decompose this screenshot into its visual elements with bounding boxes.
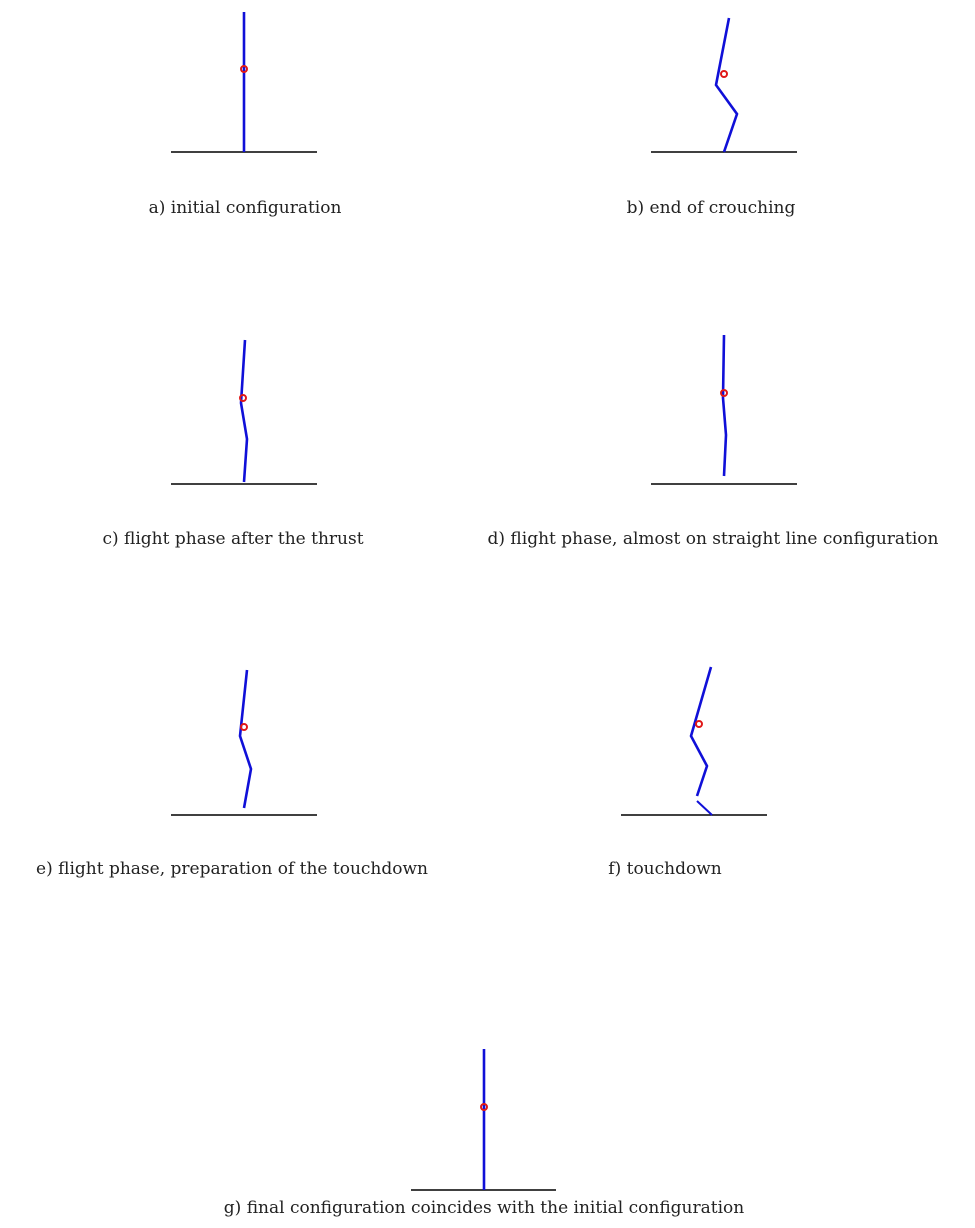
leg-links <box>714 17 739 153</box>
center-of-mass-marker <box>695 720 703 728</box>
panel-e-caption: e) flight phase, preparation of the touc… <box>36 859 428 879</box>
panel-b-diagram <box>651 17 797 153</box>
panel-d-caption: d) flight phase, almost on straight line… <box>487 529 939 549</box>
panel-f-caption: f) touchdown <box>608 859 722 879</box>
center-of-mass-marker <box>240 65 248 73</box>
leg-links <box>721 334 728 477</box>
panel-f-diagram <box>621 666 767 816</box>
panel-a-caption: a) initial configuration <box>148 198 342 218</box>
center-of-mass-marker <box>480 1103 488 1111</box>
panel-g-diagram <box>411 1049 556 1191</box>
panel-c-caption: c) flight phase after the thrust <box>102 529 364 549</box>
center-of-mass-marker <box>720 70 728 78</box>
center-of-mass-marker <box>239 394 247 402</box>
center-of-mass-marker <box>240 723 248 731</box>
panel-a-diagram <box>171 12 317 153</box>
panel-e-diagram <box>171 669 317 816</box>
foot-link <box>696 800 713 816</box>
leg-links <box>689 666 713 797</box>
panel-g-caption: g) final configuration coincides with th… <box>223 1198 745 1218</box>
panel-c-diagram <box>171 339 317 485</box>
panel-b-caption: b) end of crouching <box>626 198 796 218</box>
leg-links <box>238 669 253 809</box>
panel-d-diagram <box>651 334 797 485</box>
leg-links <box>239 339 249 483</box>
center-of-mass-marker <box>720 389 728 397</box>
